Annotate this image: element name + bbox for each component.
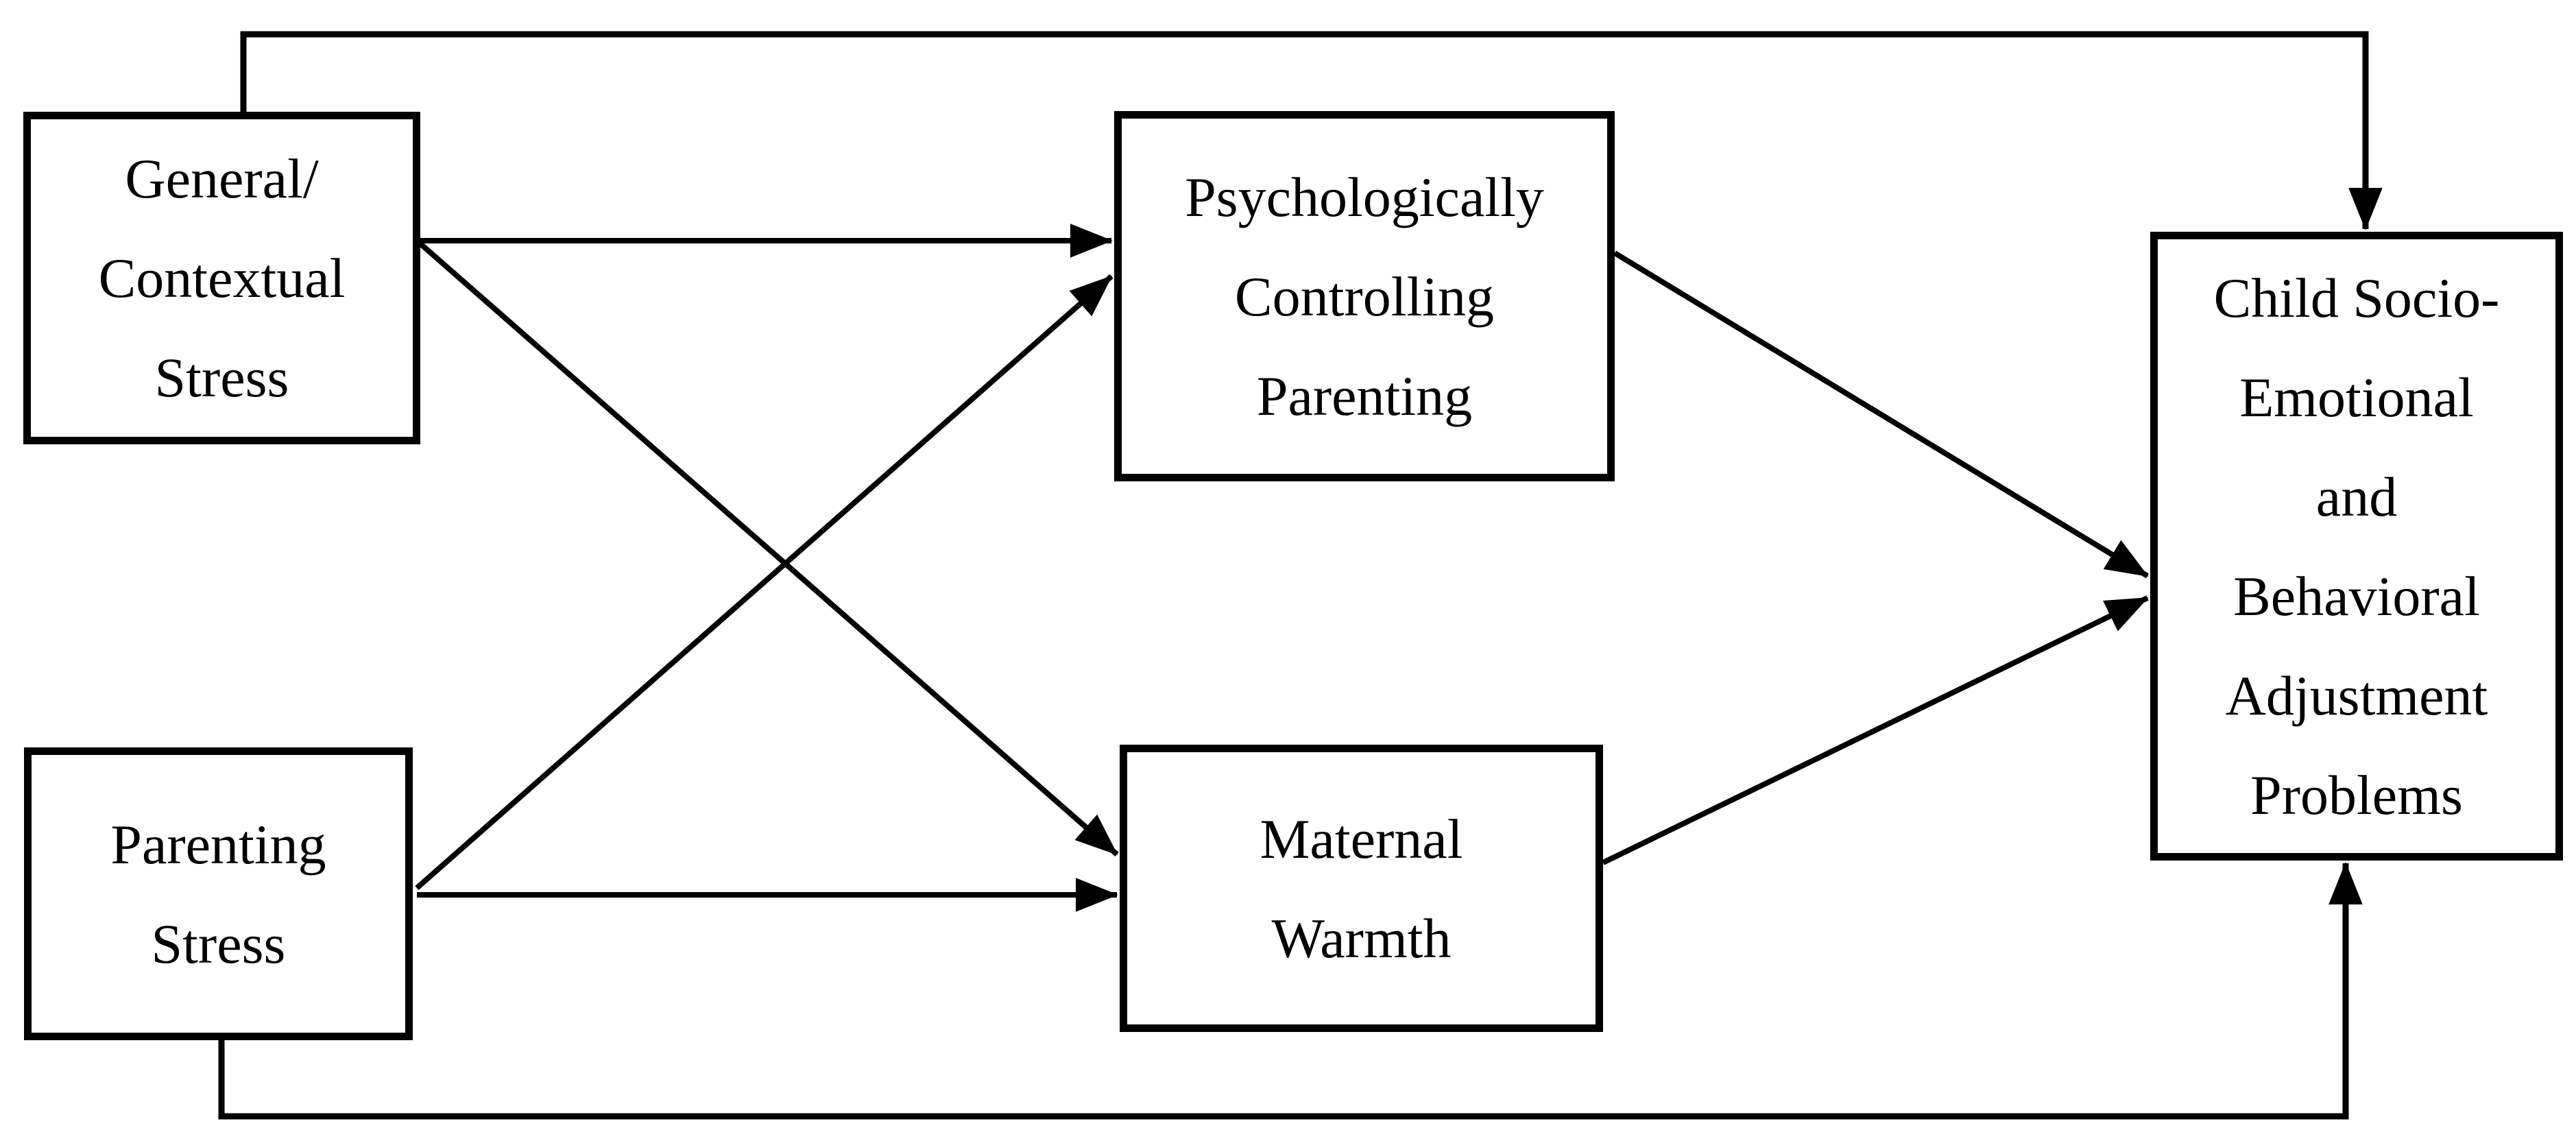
node-label-line: Maternal [1260, 807, 1463, 870]
node-label-line: Stress [151, 912, 286, 975]
node-label-line: General/ [125, 147, 319, 210]
node-label-line: Adjustment [2225, 664, 2488, 727]
node-maternal-warmth: Maternal Warmth [1120, 745, 1603, 1032]
node-label-line: Problems [2250, 763, 2463, 826]
edge-general-to-child-top-route [240, 31, 2383, 230]
node-label-line: and [2315, 465, 2398, 528]
node-label-line: Stress [154, 346, 289, 409]
node-label-line: Contextual [98, 247, 346, 309]
node-label-line: Parenting [1256, 364, 1473, 427]
node-label-line: Warmth [1271, 906, 1452, 970]
node-child-socio-emotional-behavioral-adjustment-problems: Child Socio- Emotional and Behavioral Ad… [2150, 232, 2563, 861]
node-label-line: Parenting [110, 813, 326, 876]
node-label-line: Behavioral [2233, 564, 2480, 627]
node-label-line: Psychologically [1185, 165, 1544, 228]
node-general-contextual-stress: General/ Contextual Stress [23, 112, 420, 444]
node-label-line: Controlling [1234, 265, 1495, 328]
edge-psych-controlling-to-child [1613, 250, 2150, 579]
node-psychologically-controlling-parenting: Psychologically Controlling Parenting [1114, 111, 1615, 481]
edge-parenting-to-child-bottom-route [218, 862, 2363, 1120]
edge-general-to-maternal-warmth [415, 238, 1119, 857]
edge-parenting-to-psych-controlling [415, 274, 1114, 891]
edge-maternal-warmth-to-child [1602, 595, 2149, 865]
node-label-line: Emotional [2239, 365, 2474, 429]
node-label-line: Child Socio- [2213, 266, 2500, 329]
node-parenting-stress: Parenting Stress [24, 747, 413, 1040]
